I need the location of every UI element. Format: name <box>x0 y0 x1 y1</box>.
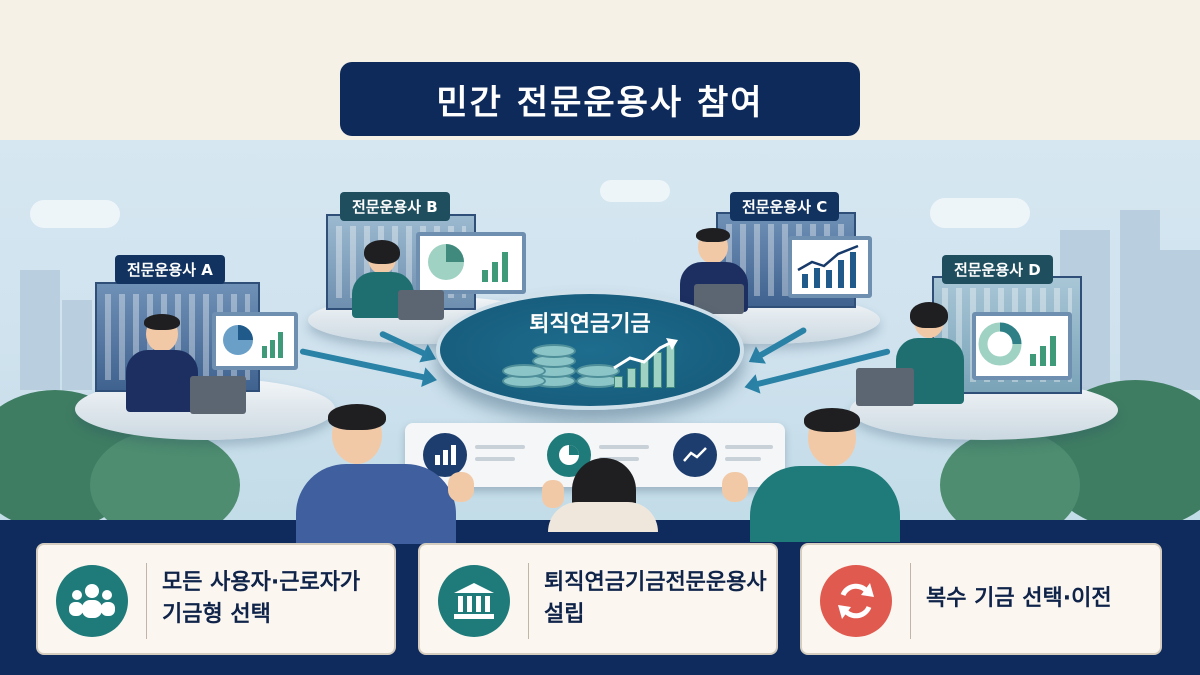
pie-chart-icon <box>428 244 508 282</box>
worker-left <box>296 404 486 544</box>
background-building <box>1120 210 1160 390</box>
manager-label-d: 전문운용사 D <box>942 255 1053 284</box>
card-line-1: 퇴직연금기금전문운용사 <box>544 570 767 596</box>
trend-arrow-icon <box>613 338 678 370</box>
chart-board-d <box>972 312 1072 380</box>
card-text: 모든 사용자·근로자가 기금형 선택 <box>162 545 360 653</box>
refresh-cycle-icon <box>820 565 892 637</box>
people-group-icon <box>56 565 128 637</box>
chart-board-c <box>788 236 872 298</box>
background-building <box>62 300 92 390</box>
worker-center <box>540 458 664 532</box>
info-card-1: 모든 사용자·근로자가 기금형 선택 <box>36 543 396 655</box>
trend-line-icon <box>797 244 859 288</box>
hub-disc <box>436 290 744 410</box>
dashboard-line <box>599 445 649 449</box>
info-card-2: 퇴직연금기금전문운용사 설립 <box>418 543 778 655</box>
pie-chart-icon <box>223 325 283 358</box>
pointing-hand <box>542 480 564 508</box>
chart-board-a <box>212 312 298 370</box>
card-divider <box>910 563 911 639</box>
tree <box>90 430 240 520</box>
background-building <box>20 270 60 390</box>
cloud <box>930 198 1030 228</box>
card-text: 복수 기금 선택·이전 <box>926 545 1112 653</box>
card-divider <box>146 563 147 639</box>
manager-label-c: 전문운용사 C <box>730 192 840 221</box>
dashboard-line <box>725 457 761 461</box>
pointing-hand <box>722 472 748 502</box>
pointing-hand <box>448 472 474 502</box>
manager-label-b: 전문운용사 B <box>340 192 450 221</box>
cloud <box>600 180 670 202</box>
tree <box>940 430 1080 520</box>
card-text: 퇴직연금기금전문운용사 설립 <box>544 545 767 653</box>
laptop-b <box>398 290 444 320</box>
card-divider <box>528 563 529 639</box>
trend-line-icon[interactable] <box>673 433 717 477</box>
dashboard-line <box>475 457 515 461</box>
card-line-2: 기금형 선택 <box>162 602 271 627</box>
fund-dashboard[interactable] <box>405 423 785 487</box>
manager-label-a: 전문운용사 A <box>115 255 225 284</box>
info-card-3: 복수 기금 선택·이전 <box>800 543 1162 655</box>
card-line-1: 복수 기금 선택·이전 <box>926 586 1112 612</box>
dashboard-line <box>725 445 773 449</box>
cloud <box>30 200 120 228</box>
chart-board-b <box>416 232 526 294</box>
pie-chart-icon[interactable] <box>547 433 591 477</box>
laptop-d <box>856 368 914 406</box>
background-building <box>1160 250 1200 390</box>
card-line-2: 설립 <box>544 602 585 627</box>
worker-right <box>720 408 900 542</box>
hub-title: 퇴직연금기금 <box>529 312 651 337</box>
person-manager-a <box>122 314 202 414</box>
bank-building-icon <box>438 565 510 637</box>
page-title: 민간 전문운용사 참여 <box>340 62 860 136</box>
dashboard-line <box>599 457 639 461</box>
laptop-a <box>190 376 246 414</box>
dashboard-line <box>475 445 525 449</box>
pension-fund-hub: 퇴직연금기금 <box>436 290 744 430</box>
donut-chart-icon <box>978 322 1056 366</box>
card-line-1: 모든 사용자·근로자가 <box>162 570 361 596</box>
